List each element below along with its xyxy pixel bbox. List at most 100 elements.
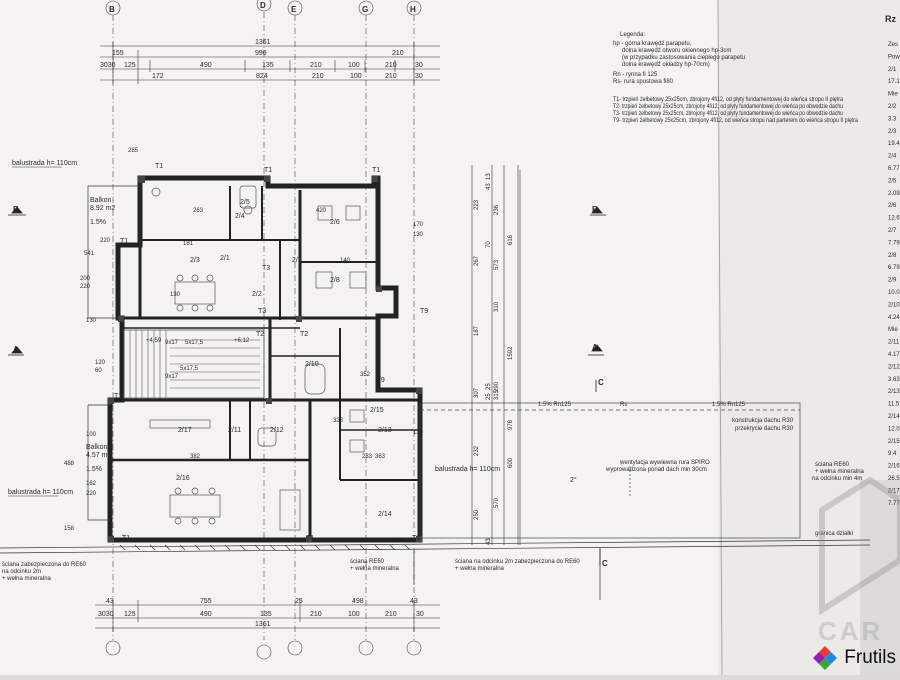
paper-sheet-main xyxy=(0,0,718,675)
right-dimension: 307 xyxy=(474,387,480,398)
schedule-entry: 2.09 xyxy=(888,191,900,197)
legend-line-8: T2- trzpień żelbetowy 25x25cm, zbrojony … xyxy=(613,104,843,110)
section-C-bottom: C xyxy=(602,559,608,568)
brand-name: Frutils xyxy=(844,647,896,668)
frutils-logo-icon xyxy=(813,646,838,670)
dim-top-a: 155 xyxy=(112,50,124,57)
pillar-label: T1 xyxy=(372,167,380,174)
watermark-text: CAR xyxy=(818,616,883,646)
section-B-right: B xyxy=(592,205,598,214)
inner-dimension: 60 xyxy=(95,368,102,374)
schedule-entry: 2/16 xyxy=(888,464,900,470)
dim-top-r4-3: 100 xyxy=(350,73,362,80)
schedule-entry: Mie xyxy=(888,327,898,333)
stair-label: 9x17 xyxy=(165,340,179,346)
flat-roof-terrace xyxy=(419,402,801,539)
dim-top-b: 996 xyxy=(255,50,267,57)
legend-line-6: Rs- rura spustowa fi80 xyxy=(613,79,674,85)
room-label: 2/14 xyxy=(378,511,392,518)
legend-line-10: T9- trzpień żelbetowy 25x25cm, zbrojony … xyxy=(613,118,859,124)
dim-total-top: 1361 xyxy=(255,39,271,46)
inner-dimension: 323 xyxy=(333,418,344,424)
plot-boundary xyxy=(0,539,871,600)
schedule-entry: Zes xyxy=(888,42,898,48)
right-dimension: 25 xyxy=(486,393,492,400)
inner-dimension: 100 xyxy=(86,432,97,438)
right-dimension: 236 xyxy=(494,204,500,215)
schedule-entry: Mie xyxy=(888,92,898,98)
right-dimension: 70 xyxy=(486,241,492,248)
room-label: 2/15 xyxy=(370,407,384,414)
room-label: 2/8 xyxy=(330,277,340,284)
schedule-entry: 2/4 xyxy=(888,154,897,160)
inner-dimension: 120 xyxy=(95,360,106,366)
inner-dimension: 382 xyxy=(190,454,201,460)
schedule-entry: 7.77 xyxy=(888,501,900,507)
ground-wall-label-3: + wełna mineralna xyxy=(2,576,52,582)
grid-axes-bottom xyxy=(105,640,422,660)
dim-top-r4-0: 172 xyxy=(152,73,164,80)
inner-dimension: 170 xyxy=(413,222,424,228)
right-dimension: 267 xyxy=(474,255,480,266)
schedule-entry: 6.79 xyxy=(888,265,900,271)
inner-dimension: 140 xyxy=(340,258,351,264)
schedule-entry: 12.6 xyxy=(888,216,900,222)
dim-bottom-r1-4: 43 xyxy=(410,598,418,605)
schedule-entry: 2/3 xyxy=(888,129,897,135)
dim-top-r4-1: 824 xyxy=(256,73,268,80)
section-A-left: A xyxy=(13,345,19,354)
dim-top-r4-5: 30 xyxy=(415,73,423,80)
schedule-entry: 26.57 xyxy=(888,476,900,482)
schedule-entry: 7.79 xyxy=(888,240,900,246)
inner-dimension: 363 xyxy=(375,454,386,460)
inner-dimension: 220 xyxy=(86,491,97,497)
inner-dimension: 541 xyxy=(84,251,95,257)
schedule-entry: 11.5 xyxy=(888,402,900,408)
right-dimension: 187 xyxy=(474,325,480,336)
legend-line-2: dolna krawędź otworu okiennego hp-3cm xyxy=(622,48,731,54)
room-label: 2/12 xyxy=(270,427,284,434)
room-schedule-list: ZesPow2/117.1Mie2/23.32/319.42/46.772/52… xyxy=(888,42,900,507)
dim-bottom-r2-1: 125 xyxy=(124,611,136,618)
right-dimension-lines xyxy=(471,165,521,545)
dim-bottom-r1-2: 25 xyxy=(295,598,303,605)
dim-total-bottom: 1361 xyxy=(255,621,271,628)
pillar-label: T1 xyxy=(155,163,163,170)
dim-top-r4-4: 210 xyxy=(385,73,397,80)
schedule-entry: Pow xyxy=(888,54,900,60)
inner-dimension: 158 xyxy=(64,526,75,532)
slope-label-1: 1.5% Rn125 xyxy=(538,402,572,408)
dim-top-r3-5: 100 xyxy=(348,62,360,69)
inner-dimensions: 5412002204881622201581206010013022028526… xyxy=(64,148,424,532)
ventilation-label: wentylacja wywiewna rura SPIRO xyxy=(619,460,710,466)
right-dimension: 976 xyxy=(508,419,514,430)
axis-label-D: D xyxy=(260,1,266,10)
dim-bottom-r1-3: 498 xyxy=(352,598,364,605)
legend-line-5: Rn - rynna fi 125 xyxy=(613,72,658,78)
dim-bottom-r2-7: 30 xyxy=(416,611,424,618)
schedule-entry: 2/12 xyxy=(888,364,900,370)
right-dimension: 250 xyxy=(474,509,480,520)
pillar-label: T1 xyxy=(122,535,130,542)
schedule-entry: 17.1 xyxy=(888,79,900,85)
legend-line-3: (w przypadku zastosowania ciepłego parap… xyxy=(622,55,745,61)
pillar-label: T1 xyxy=(412,535,420,542)
inner-dimension: 162 xyxy=(86,481,97,487)
room-label: 2/7 xyxy=(292,257,302,264)
room-label: 2/6 xyxy=(330,219,340,226)
dim-bottom-r2-4: 210 xyxy=(310,611,322,618)
room-label: 2/1 xyxy=(220,255,230,262)
dim-bottom-r2-3: 135 xyxy=(260,611,272,618)
schedule-entry: 3.63 xyxy=(888,377,900,383)
dim-top-r3-4: 210 xyxy=(310,62,322,69)
top-dimension-lines xyxy=(100,42,440,84)
schedule-heading: Rz xyxy=(885,14,896,24)
railing-label-right: balustrada h= 110cm xyxy=(435,466,500,473)
inner-dimension: 283 xyxy=(362,454,373,460)
dim-bottom-r2-5: 100 xyxy=(348,611,360,618)
inner-dimension: 130 xyxy=(86,318,97,324)
right-dimension: 315 xyxy=(494,389,500,400)
